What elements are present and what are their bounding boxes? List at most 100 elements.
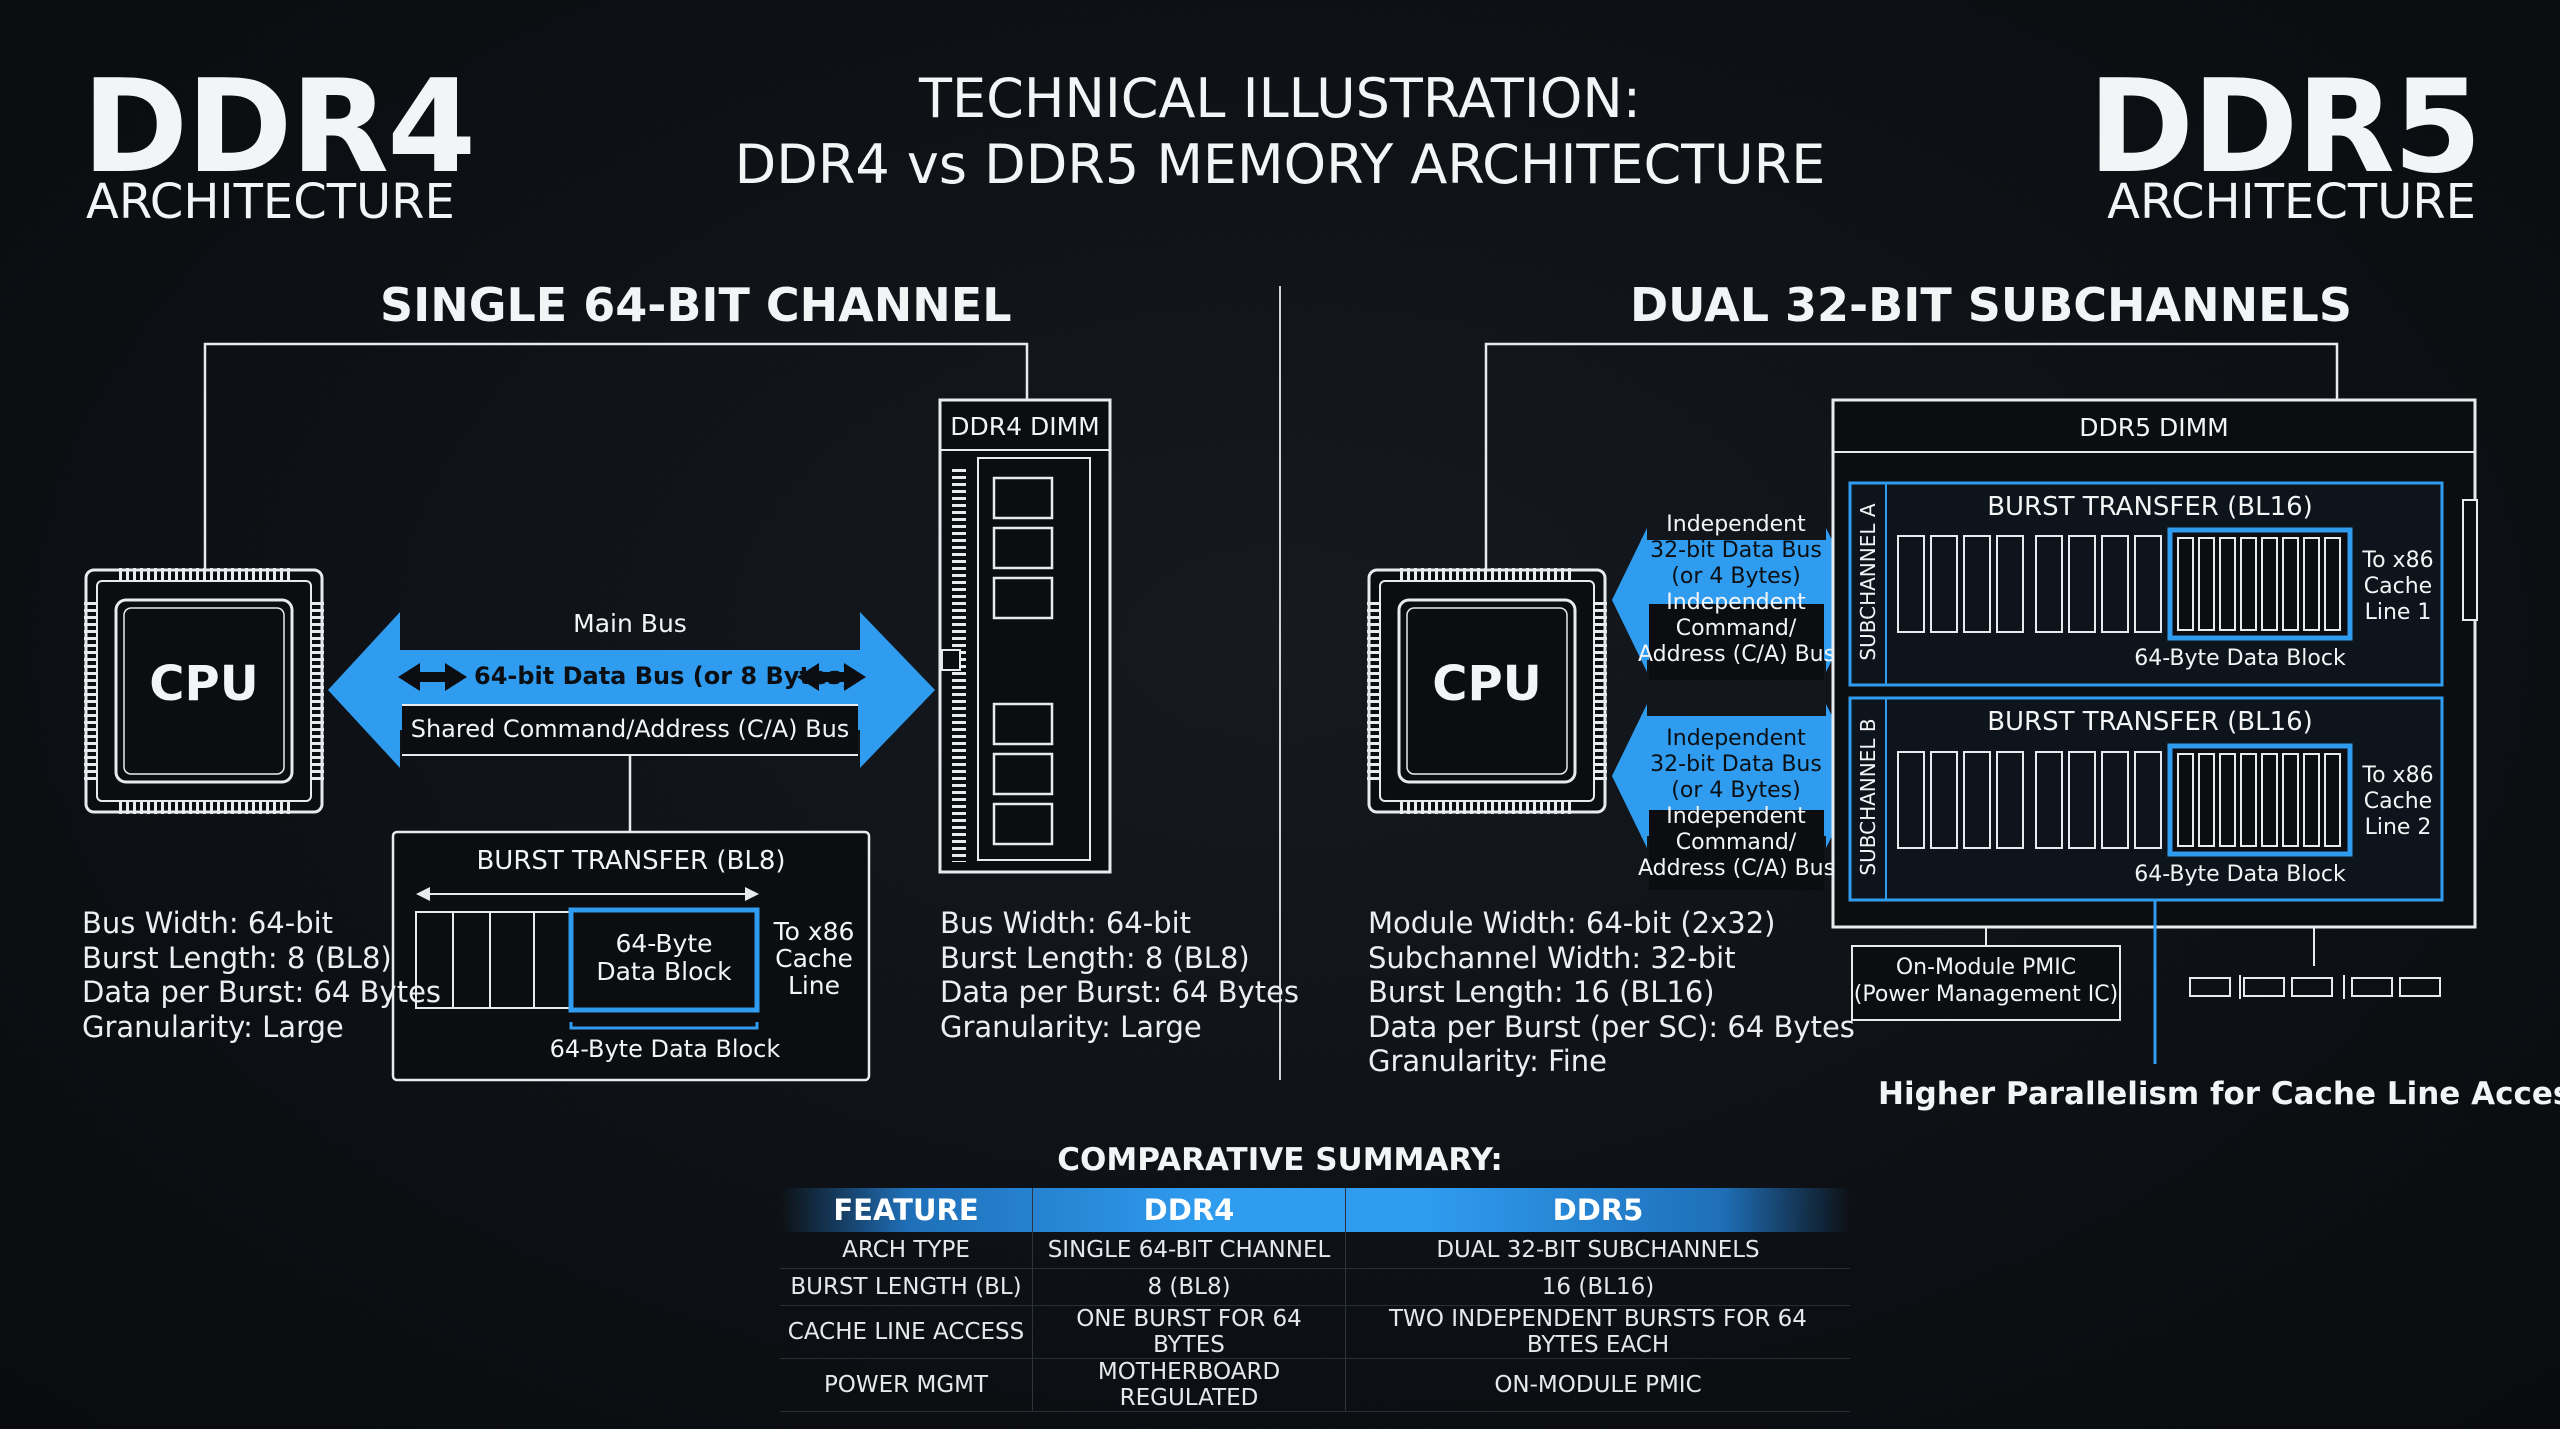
ddr5-spec-module: Module Width: 64-bit (2x32) <box>1368 906 1776 940</box>
ddr4-block-line1: 64-Byte <box>615 929 713 958</box>
ddr5-specs: Module Width: 64-bit (2x32) Subchannel W… <box>1368 906 1855 1079</box>
ddr4-dimm-spec-bus: Bus Width: 64-bit <box>940 906 1192 940</box>
subchannel-b-block-cell <box>2303 753 2320 847</box>
main-title-line2: DDR4 vs DDR5 MEMORY ARCHITECTURE <box>734 133 1826 196</box>
ddr5-bus-b-line3: (or 4 Bytes) <box>1671 778 1801 803</box>
ddr5-cpu-label: CPU <box>1432 656 1542 712</box>
block-a-caption: 64-Byte Data Block <box>2134 646 2346 671</box>
ddr5-bus-a-arrow <box>1612 528 1862 680</box>
ddr5-spec-burst: Burst Length: 16 (BL16) <box>1368 975 1715 1009</box>
ddr4-cache-line-2: Cache <box>775 944 853 973</box>
summary-title: COMPARATIVE SUMMARY: <box>1057 1142 1503 1178</box>
subchannel-b-block-cell <box>2198 753 2215 847</box>
subchannel-a-label: SUBCHANNEL A <box>1856 503 1880 661</box>
ddr5-bus-a-line1: Independent <box>1666 512 1806 537</box>
ddr5-bus-a-line3: (or 4 Bytes) <box>1671 564 1801 589</box>
subchannel-b-burst-cells <box>1897 743 2353 857</box>
summary-header-ddr4: DDR4 <box>1032 1188 1346 1232</box>
subchannel-b-cell <box>2101 751 2129 849</box>
subchannel-a-cell <box>2101 535 2129 633</box>
burst-a-title: BURST TRANSFER (BL16) <box>1987 492 2313 522</box>
cache-b-line2: Cache <box>2363 789 2433 814</box>
ddr4-dimm-spec-granularity: Granularity: Large <box>940 1009 1202 1044</box>
summary-cell: 8 (BL8) <box>1032 1268 1346 1306</box>
ddr4-cpu-chip <box>84 568 324 814</box>
ddr5-heading-sub: ARCHITECTURE <box>2107 174 2476 230</box>
subchannel-a-block-cell <box>2219 537 2236 631</box>
ddr5-heading: DDR5 <box>2087 53 2482 202</box>
summary-table: FEATURE DDR4 DDR5 ARCH TYPE SINGLE 64-BI… <box>780 1188 1850 1412</box>
ddr4-dimm-spec-data: Data per Burst: 64 Bytes <box>940 975 1300 1009</box>
ddr4-burst-box <box>391 830 871 1082</box>
subchannel-a-cell <box>1996 535 2024 633</box>
ddr4-data-bus-label: 64-bit Data Bus (or 8 Bytes) <box>474 662 853 690</box>
subchannel-a-cell <box>2068 535 2096 633</box>
summary-header-ddr5: DDR5 <box>1552 1193 1644 1227</box>
subchannel-a-cell <box>1963 535 1991 633</box>
ddr5-bus-b-label: Independent 32-bit Data Bus (or 4 Bytes)… <box>1638 726 1836 882</box>
ddr5-bus-b-line6: Address (C/A) Bus <box>1638 856 1836 881</box>
summary-header-row: FEATURE DDR4 DDR5 <box>780 1188 1850 1232</box>
summary-cell: DUAL 32-BIT SUBCHANNELS <box>1345 1232 1850 1269</box>
subchannel-a-data-block <box>2167 527 2353 641</box>
subchannel-b-cell <box>2035 751 2063 849</box>
summary-cell: POWER MGMT <box>780 1358 1033 1412</box>
ddr4-cpu-label: CPU <box>149 656 259 712</box>
cache-line-1-label: To x86 Cache Line 1 <box>2356 548 2440 626</box>
ddr4-dimm-spec-burst: Burst Length: 8 (BL8) <box>940 940 1250 975</box>
ddr4-cpu-spec-burst: Burst Length: 8 (BL8) <box>82 940 392 975</box>
ddr4-heading-sub: ARCHITECTURE <box>86 174 455 230</box>
subchannel-a-cell <box>2134 535 2162 633</box>
ddr5-spec-granularity: Granularity: Fine <box>1368 1044 1607 1078</box>
ddr4-cpu-spec-bus: Bus Width: 64-bit <box>82 906 334 940</box>
cache-line-2-label: To x86 Cache Line 2 <box>2356 763 2440 841</box>
subchannel-a-block-cell <box>2282 537 2299 631</box>
ddr4-dimm-specs: Bus Width: 64-bit Burst Length: 8 (BL8) … <box>940 906 1299 1044</box>
ddr4-block-caption: 64-Byte Data Block <box>549 1035 781 1063</box>
cache-a-line2: Cache <box>2363 574 2433 599</box>
ddr4-cache-line-3: Line <box>787 971 841 1000</box>
subchannel-a-block-cell <box>2303 537 2320 631</box>
subchannel-b-cell <box>1996 751 2024 849</box>
summary-header-feature: FEATURE <box>780 1188 1033 1232</box>
ddr4-cpu-spec-granularity: Granularity: Large <box>82 1009 344 1044</box>
ddr5-bus-b-line2: 32-bit Data Bus <box>1650 752 1822 777</box>
summary-cell: MOTHERBOARD REGULATED <box>1032 1358 1346 1412</box>
ddr5-bus-b-arrow <box>1612 704 1862 890</box>
summary-cell: CACHE LINE ACCESS <box>780 1305 1033 1359</box>
ddr5-section-title: DUAL 32-BIT SUBCHANNELS <box>1630 278 2352 332</box>
burst-b-title: BURST TRANSFER (BL16) <box>1987 707 2313 737</box>
block-b-caption: 64-Byte Data Block <box>2134 862 2346 887</box>
summary-row: POWER MGMT MOTHERBOARD REGULATED ON-MODU… <box>780 1358 1850 1412</box>
subchannel-b-cell <box>1897 751 1925 849</box>
summary-cell: ARCH TYPE <box>780 1232 1033 1269</box>
ddr5-dimm-label: DDR5 DIMM <box>2079 413 2229 442</box>
summary-cell: TWO INDEPENDENT BURSTS FOR 64 BYTES EACH <box>1345 1305 1850 1359</box>
ddr4-burst-title: BURST TRANSFER (BL8) <box>476 846 786 876</box>
ddr5-bus-b-line4: Independent <box>1666 804 1806 829</box>
ddr5-cpu-chip <box>1367 568 1607 814</box>
main-title-line1: TECHNICAL ILLUSTRATION: <box>919 67 1641 130</box>
subchannel-b-block-cell <box>2261 753 2278 847</box>
subchannel-a-block-cell <box>2261 537 2278 631</box>
ddr4-section-title: SINGLE 64-BIT CHANNEL <box>380 278 1012 332</box>
pmic-line1: On-Module PMIC <box>1895 955 2077 980</box>
summary-row: CACHE LINE ACCESS ONE BURST FOR 64 BYTES… <box>780 1305 1850 1359</box>
subchannel-a-block-cell <box>2240 537 2257 631</box>
subchannel-a-cell <box>1930 535 1958 633</box>
subchannel-a-block-cell <box>2324 537 2341 631</box>
parallelism-caption: Higher Parallelism for Cache Line Access <box>1878 1076 2560 1112</box>
subchannel-b-block-cell <box>2282 753 2299 847</box>
subchannel-b-block-cell <box>2240 753 2257 847</box>
summary-cell: ON-MODULE PMIC <box>1345 1358 1850 1412</box>
subchannel-b-cell <box>1963 751 1991 849</box>
ddr4-ca-bus-label: Shared Command/Address (C/A) Bus <box>410 715 850 743</box>
subchannel-a-block-cell <box>2198 537 2215 631</box>
subchannel-b-block-cell <box>2177 753 2194 847</box>
ddr4-cache-line-label: To x86 Cache Line <box>768 918 860 999</box>
ddr5-bus-a-line4: Independent <box>1666 590 1806 615</box>
ddr4-data-bus-arrows <box>398 663 866 691</box>
cache-b-line3: Line 2 <box>2364 815 2432 840</box>
ddr5-spec-data: Data per Burst (per SC): 64 Bytes <box>1368 1009 1855 1044</box>
pmic-line2: (Power Management IC) <box>1853 982 2119 1007</box>
